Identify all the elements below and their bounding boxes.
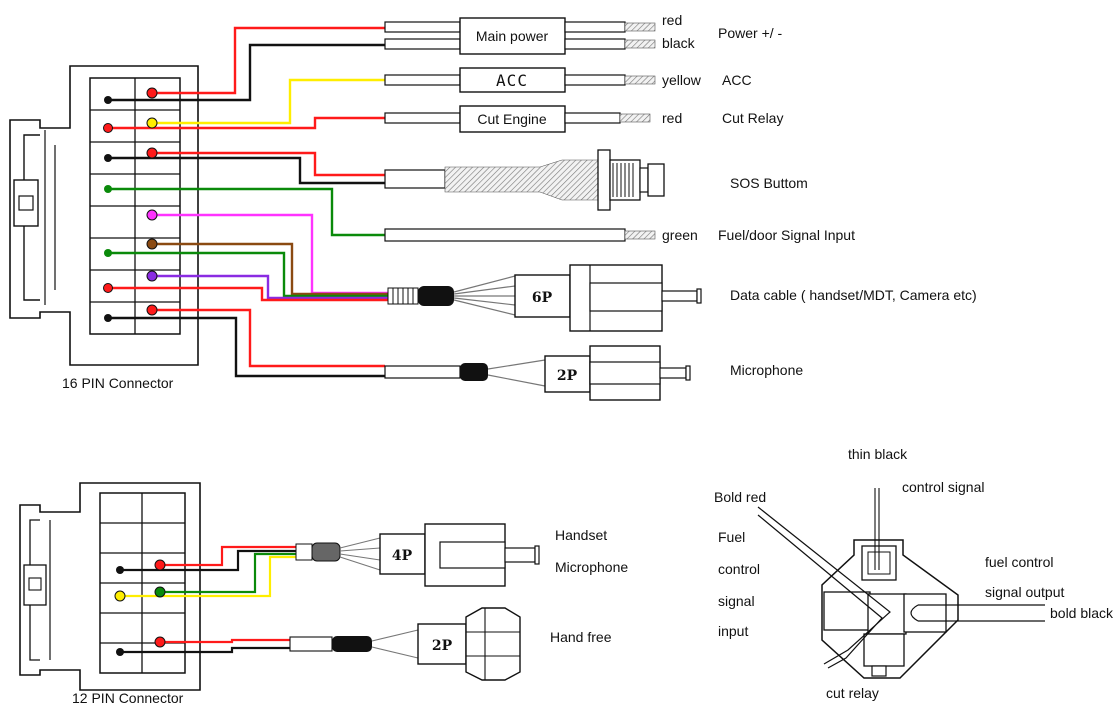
connector-12-pin-grid [99,492,186,674]
box-cut-engine-label: Cut Engine [477,111,546,127]
wire-handsfree-red [160,638,290,644]
handset-cable-boot [311,542,341,562]
function-hand-free: Hand free [550,629,612,645]
sos-nut [597,149,611,211]
function-cut-relay: Cut Relay [722,110,783,126]
mic-cable-boot [460,363,488,381]
wire-fuel-green [108,187,385,237]
plug-6p-label: 6P [532,290,553,306]
relay-fuel-input-line3: signal [718,593,755,609]
box-acc-label: ACC [496,71,528,90]
box-main-power-label: Main power [476,28,549,44]
plug-2p-hf-housing [465,607,521,681]
relay-fuel-input-line4: input [718,623,748,639]
wire-mic-black [108,316,385,378]
connector-16-wires [108,26,400,378]
connector-16-pin: 16 PIN Connector [9,65,199,391]
wire-tip [624,75,656,85]
function-data-cable: Data cable ( handset/MDT, Camera etc) [730,287,977,303]
function-power: Power +/ - [718,25,783,41]
color-label-green: green [662,227,698,243]
relay-fuel-input-line2: control [718,561,760,577]
wire-acc-yellow [152,78,385,125]
wire-tip [624,22,656,32]
wire-data-green [108,251,400,298]
relay-terminal-bottom [863,633,905,667]
function-handset: Handset [555,527,607,543]
function-handset-microphone: Microphone [555,559,628,575]
row-cut-engine: Cut Engine red Cut Relay [384,105,783,133]
color-label-red: red [662,110,682,126]
relay-label: cut relay [826,685,879,701]
wire-data-purple [152,274,400,300]
row-handsfree-2p: 2P Hand free [289,607,612,681]
relay-fuel-input-line1: Fuel [718,529,745,545]
row-microphone: 2P Microphone [384,345,803,401]
relay-terminal-right [903,593,947,633]
cut-relay: thin black control signal Bold red Fuel … [714,446,1114,701]
plug-2p-label: 2P [557,368,578,384]
sos-button-cap [647,163,665,197]
plug-2p-hf-label: 2P [432,638,453,654]
wire-sos-black [108,156,385,185]
relay-bold-red-wire [757,506,891,665]
connector-12-label: 12 PIN Connector [72,690,184,704]
connector-12-wires [120,545,296,654]
sos-cable-sleeve [444,159,601,201]
wire-cut-engine-red [108,116,385,130]
connector-16-pin-grid [89,77,181,335]
wire-handset-black [120,549,296,572]
relay-thin-black-label: thin black [848,446,908,462]
box-cut-engine [459,105,566,133]
wire-handsfree-black [120,646,290,654]
row-fuel-door: green Fuel/door Signal Input [384,227,855,243]
connector-12-pin-dots [114,559,166,656]
row-data-cable: 6P Data cable ( handset/MDT, Camera etc) [387,264,977,332]
wire-data-red [108,286,400,302]
function-acc: ACC [722,72,752,88]
box-main-power [459,17,566,55]
data-cable-boot [418,286,454,306]
relay-bold-black-label: bold black [1050,605,1114,621]
relay-fuel-output-line2: signal output [985,584,1065,600]
wire-data-brown [152,242,400,296]
wire-sos-red [152,151,385,177]
plug-6p-body [514,274,571,318]
handsfree-cable-boot [332,636,372,652]
row-handset-4p: 4P Handset Microphone [295,523,628,587]
connector-12-pin: 12 PIN Connector [19,482,201,704]
wire-main-power-black [108,43,385,102]
relay-bold-black-wire [918,604,1045,622]
wire-handset-green [160,552,296,594]
function-microphone: Microphone [730,362,803,378]
wire-tip [624,230,656,240]
relay-thin-black-wire [874,488,880,570]
row-main-power: Main power red black Power +/ - [384,12,783,55]
function-fuel-door: Fuel/door Signal Input [718,227,855,243]
wire-tip [624,39,656,49]
plug-2p-body [544,355,591,393]
wire-handset-red [160,545,296,567]
wire-handset-yellow [120,555,296,598]
plug-2p-hf-body [417,623,467,665]
wire-mic-red [152,308,385,368]
relay-bold-red-label: Bold red [714,489,766,505]
row-sos: SOS Buttom [384,149,808,211]
relay-fuel-output-line1: fuel control [985,554,1053,570]
plug-4p-label: 4P [392,548,413,564]
wire-main-power-red [152,26,385,95]
row-acc: ACC yellow ACC [384,67,752,93]
wire-tip [619,113,651,123]
function-sos: SOS Buttom [730,175,808,191]
relay-terminal-left [823,591,871,631]
color-label-black: black [662,35,696,51]
connector-16-label: 16 PIN Connector [62,375,174,391]
relay-control-signal-label: control signal [902,479,985,495]
color-label-yellow: yellow [662,72,702,88]
connector-16-pin-dots [103,87,158,322]
color-label-red: red [662,12,682,28]
box-acc [459,67,566,93]
